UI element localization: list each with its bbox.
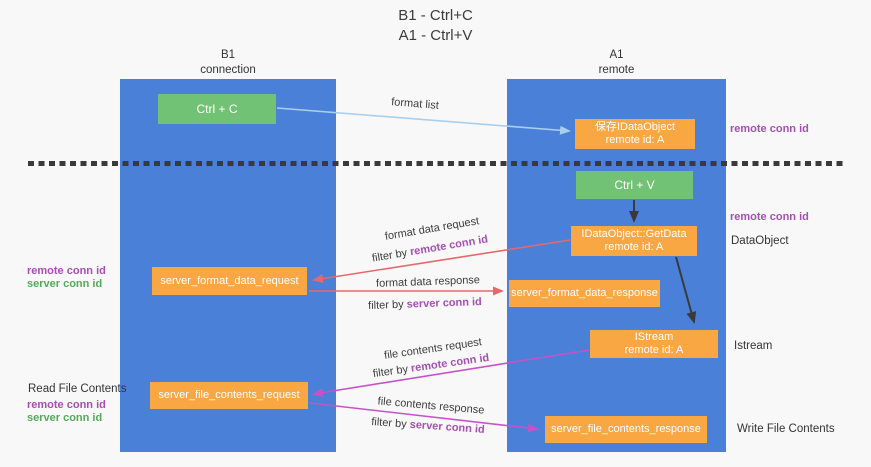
istream-line1: IStream xyxy=(634,331,674,343)
getdata-to-istream-arrow xyxy=(675,256,697,324)
ctrl-v-node: Ctrl + V xyxy=(576,171,693,199)
server-conn-id-label-left1: server conn id xyxy=(27,278,103,290)
title-line-1: B1 - Ctrl+C xyxy=(398,7,473,24)
lane-header-b1: B1 connection xyxy=(120,48,336,78)
filter-by-text: filter by xyxy=(370,416,408,431)
diagram-title: B1 - Ctrl+C A1 - Ctrl+V xyxy=(0,6,871,46)
server-format-data-request-node: server_format_data_request xyxy=(152,267,307,295)
read-file-contents-label: Read File Contents xyxy=(28,383,127,395)
conn-id-pair-file: remote conn id server conn id xyxy=(27,399,106,425)
remote-conn-id-label-top: remote conn id xyxy=(730,123,809,135)
remote-conn-id-label-left1: remote conn id xyxy=(27,265,106,277)
save-idataobject-line1: 保存IDataObject xyxy=(594,121,676,133)
server-file-contents-request-node: server_file_contents_request xyxy=(150,382,308,409)
title-line-2: A1 - Ctrl+V xyxy=(398,27,473,44)
remote-conn-id-label-left2: remote conn id xyxy=(27,399,106,411)
format-list-arrow xyxy=(276,107,571,135)
server-format-data-request-label: server_format_data_request xyxy=(160,274,299,287)
getdata-node: IDataObject::GetData remote id: A xyxy=(571,226,697,256)
ctrl-c-label: Ctrl + C xyxy=(196,101,238,116)
server-format-data-response-node: server_format_data_response xyxy=(509,280,660,307)
getdata-line2: remote id: A xyxy=(604,241,664,253)
dataobject-label: DataObject xyxy=(731,235,789,247)
istream-line2: remote id: A xyxy=(624,344,684,356)
getdata-line1: IDataObject::GetData xyxy=(581,228,687,240)
file-contents-request-arrow xyxy=(312,349,590,398)
ctrl-c-node: Ctrl + C xyxy=(158,94,276,124)
session-divider-dashed-line xyxy=(28,161,844,166)
lane-b1-subtitle: connection xyxy=(200,64,256,76)
server-file-contents-response-node: server_file_contents_response xyxy=(545,416,707,443)
save-idataobject-line2: remote id: A xyxy=(605,134,665,146)
lane-a1-title: A1 xyxy=(609,49,624,61)
istream-side-label: Istream xyxy=(734,340,773,352)
server-file-contents-response-label: server_file_contents_response xyxy=(551,423,701,435)
save-idataobject-node: 保存IDataObject remote id: A xyxy=(575,119,695,149)
istream-node: IStream remote id: A xyxy=(590,330,718,358)
lane-header-a1: A1 remote xyxy=(507,48,726,78)
ctrl-v-label: Ctrl + V xyxy=(614,177,655,192)
server-file-contents-request-label: server_file_contents_request xyxy=(158,389,300,401)
lane-b1-title: B1 xyxy=(220,49,236,61)
format-data-request-arrow xyxy=(312,239,571,284)
filter-by-text: filter by xyxy=(367,298,404,312)
server-conn-id-label-left2: server conn id xyxy=(27,412,103,424)
write-file-contents-label: Write File Contents xyxy=(737,423,835,435)
conn-id-pair-format: remote conn id server conn id xyxy=(27,265,106,291)
server-format-data-response-label: server_format_data_response xyxy=(511,287,658,299)
remote-conn-id-label-mid: remote conn id xyxy=(730,211,809,223)
file-contents-response-arrow xyxy=(309,402,539,433)
lane-a1-subtitle: remote xyxy=(598,64,635,76)
